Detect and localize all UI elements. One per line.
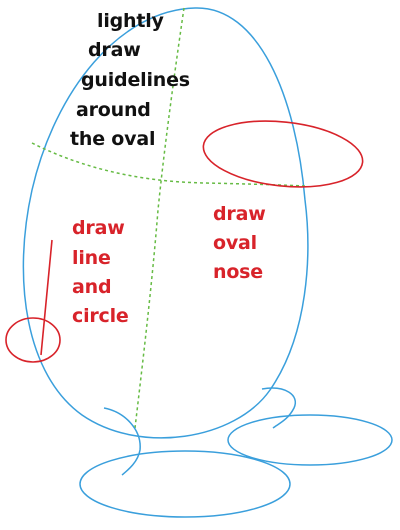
instruction-line: the oval bbox=[70, 128, 155, 150]
line-and-circle-instruction: draw line and circle bbox=[72, 217, 129, 327]
ear-circle bbox=[5, 317, 61, 363]
oval-nose-instruction: draw oval nose bbox=[213, 203, 266, 283]
right-foot-oval bbox=[227, 414, 393, 466]
ear-line bbox=[40, 239, 53, 356]
instruction-line: oval bbox=[213, 232, 257, 254]
instruction-line: nose bbox=[213, 261, 263, 283]
instruction-line: draw bbox=[213, 203, 266, 225]
instruction-line: lightly bbox=[97, 10, 165, 32]
instruction-line: around bbox=[76, 99, 151, 121]
guidelines-instruction: lightly draw guidelines around the oval bbox=[70, 10, 190, 150]
left-leg-curve bbox=[103, 407, 141, 476]
instruction-line: draw bbox=[72, 217, 125, 239]
head-oval bbox=[22, 7, 309, 439]
instruction-line: line bbox=[72, 247, 111, 269]
instruction-line: and bbox=[72, 276, 111, 298]
left-foot-oval bbox=[79, 450, 291, 518]
instruction-line: circle bbox=[72, 305, 129, 327]
instruction-line: draw bbox=[88, 39, 141, 61]
vertical-guideline bbox=[134, 7, 185, 429]
right-leg-curve bbox=[261, 387, 297, 429]
nose-oval bbox=[202, 120, 364, 188]
instruction-line: guidelines bbox=[81, 69, 190, 91]
